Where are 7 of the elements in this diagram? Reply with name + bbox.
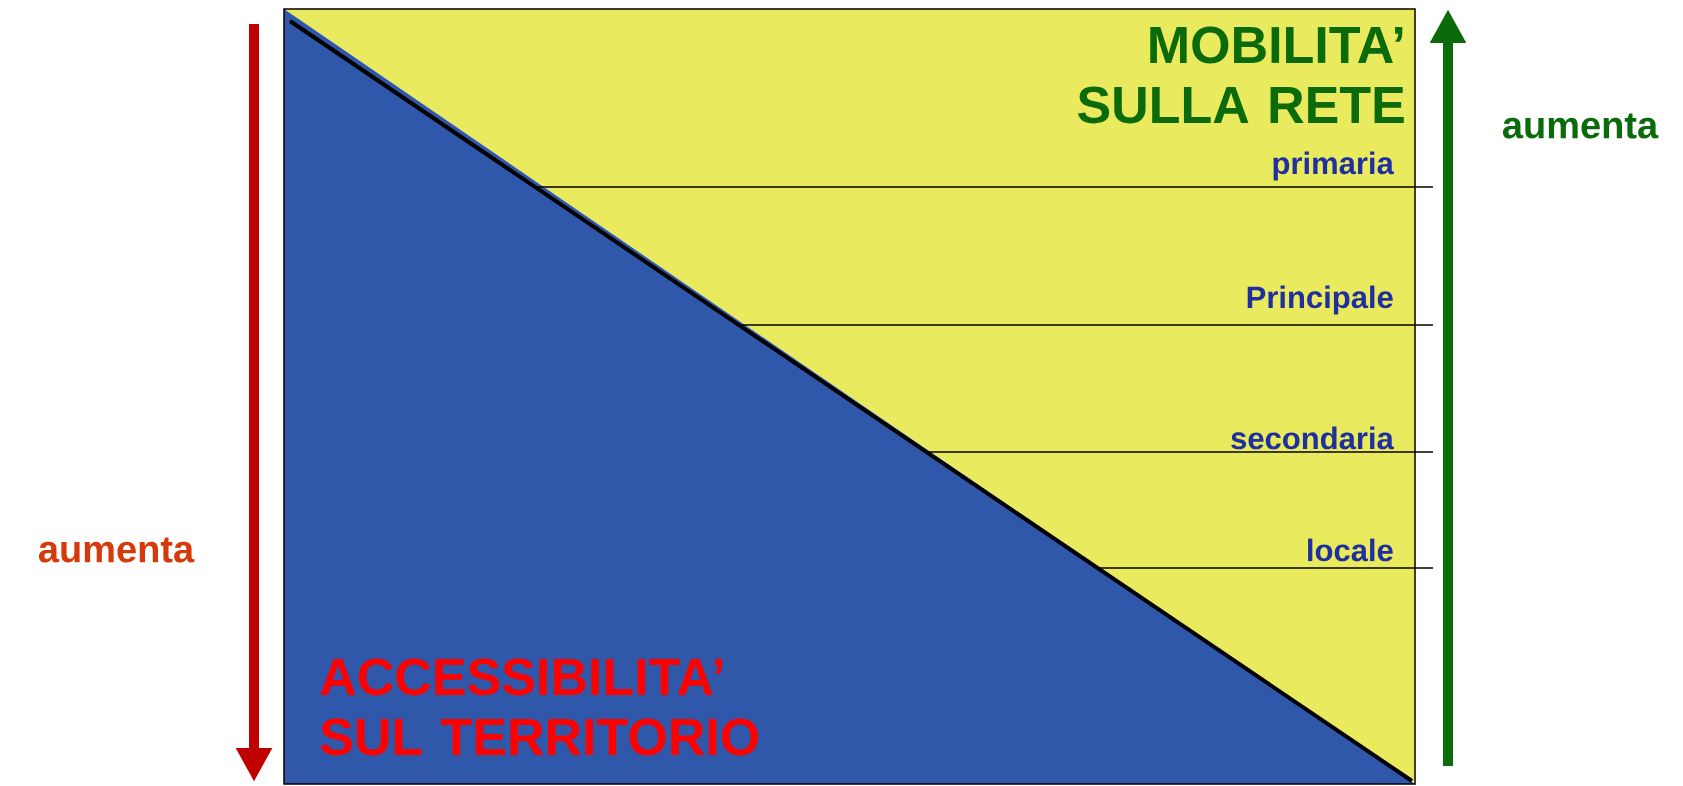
level-label: locale: [1308, 538, 1393, 562]
level-label: Principale: [1247, 285, 1393, 315]
lower-triangle-region: ACCESSIBILITA’ SUL TERRITORIO: [320, 658, 759, 756]
level-label: secondaria: [1231, 426, 1394, 450]
axis-label: aumenta: [39, 537, 195, 563]
level-label: primaria: [1273, 151, 1394, 181]
axis-label: aumenta: [1503, 113, 1659, 139]
